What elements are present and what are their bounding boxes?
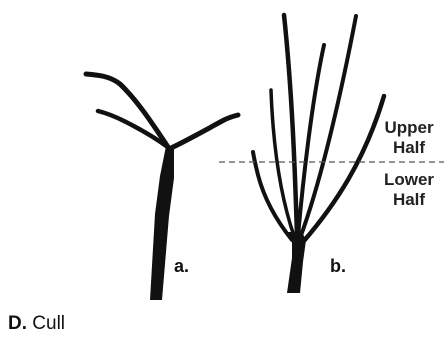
- lower-half-label: Lower Half: [372, 170, 446, 210]
- tree-b-label: b.: [330, 257, 346, 275]
- tree-b-leader-1: [253, 152, 292, 240]
- lower-half-line-2: Half: [372, 190, 446, 210]
- figure-caption: D. Cull: [8, 313, 65, 335]
- upper-half-line-2: Half: [372, 138, 446, 158]
- tree-a-trunk: [150, 146, 174, 300]
- lower-half-line-1: Lower: [372, 170, 446, 190]
- tree-b-illustration: [253, 15, 384, 293]
- tree-a-illustration: [86, 74, 238, 300]
- tree-a-limb-right: [171, 115, 238, 148]
- upper-half-line-1: Upper: [372, 118, 446, 138]
- upper-half-label: Upper Half: [372, 118, 446, 158]
- tree-a-label: a.: [174, 257, 189, 275]
- caption-letter: D.: [8, 313, 27, 334]
- caption-text: Cull: [32, 313, 65, 334]
